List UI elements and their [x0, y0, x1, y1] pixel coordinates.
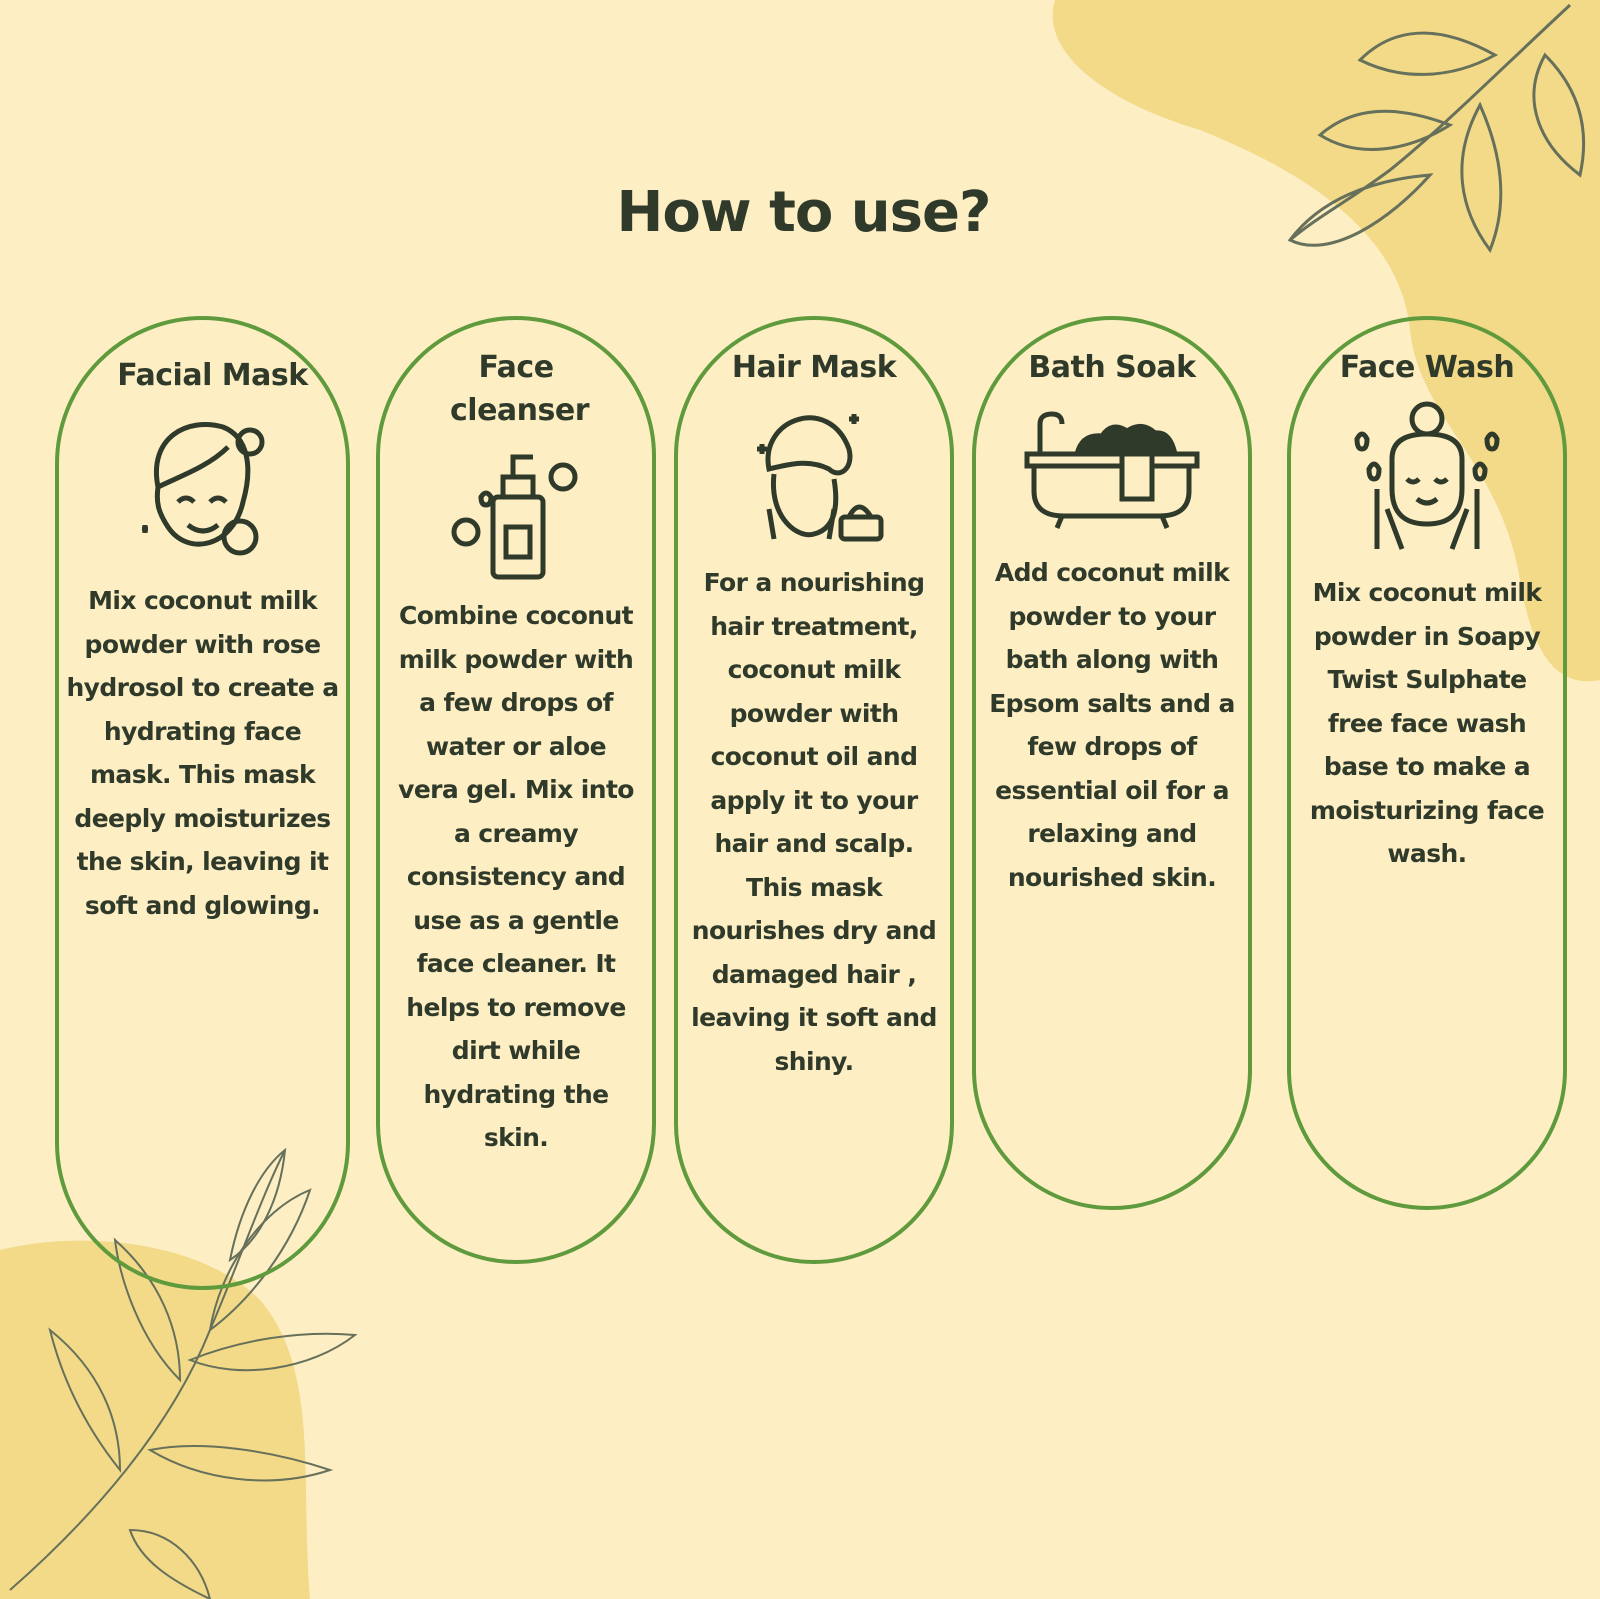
card-face-cleanser: Face cleanser Combine coconut milk powde… [376, 316, 656, 1264]
card-title: Face Wash [1339, 350, 1515, 385]
card-title: Bath Soak [1028, 350, 1196, 385]
card-hair-mask: Hair Mask For a nourishing hair treatmen… [674, 316, 954, 1264]
hair-towel-icon [757, 414, 884, 542]
pump-bottle-icon [451, 454, 578, 580]
card-bath-soak: Bath Soak Add coconut milk powder to you… [972, 316, 1252, 1210]
card-text: Combine coconut milk powder with a few d… [398, 601, 634, 1152]
card-face-wash: Face Wash Mix coconut milk powder in Soa… [1287, 316, 1567, 1210]
bottom-left-blob [0, 1240, 310, 1599]
card-text: Add coconut milk powder to your bath alo… [989, 558, 1235, 892]
card-title: Face cleanser [450, 350, 590, 428]
card-title: Hair Mask [731, 350, 897, 385]
card-text: Mix coconut milk powder with rose hydros… [66, 586, 339, 920]
card-text: Mix coconut milk powder in Soapy Twist S… [1309, 578, 1545, 868]
smiling-face-icon [141, 422, 264, 556]
card-text: For a nourishing hair treatment, coconut… [691, 568, 937, 1076]
page-title: How to use? [616, 180, 992, 245]
face-wash-icon [1354, 401, 1500, 550]
bathtub-icon [1024, 411, 1200, 529]
card-title: Facial Mask [117, 358, 308, 393]
card-facial-mask: Facial Mask Mix coconut milk powder with… [55, 316, 350, 1290]
top-right-leaf-branch-icon [1287, 3, 1586, 254]
